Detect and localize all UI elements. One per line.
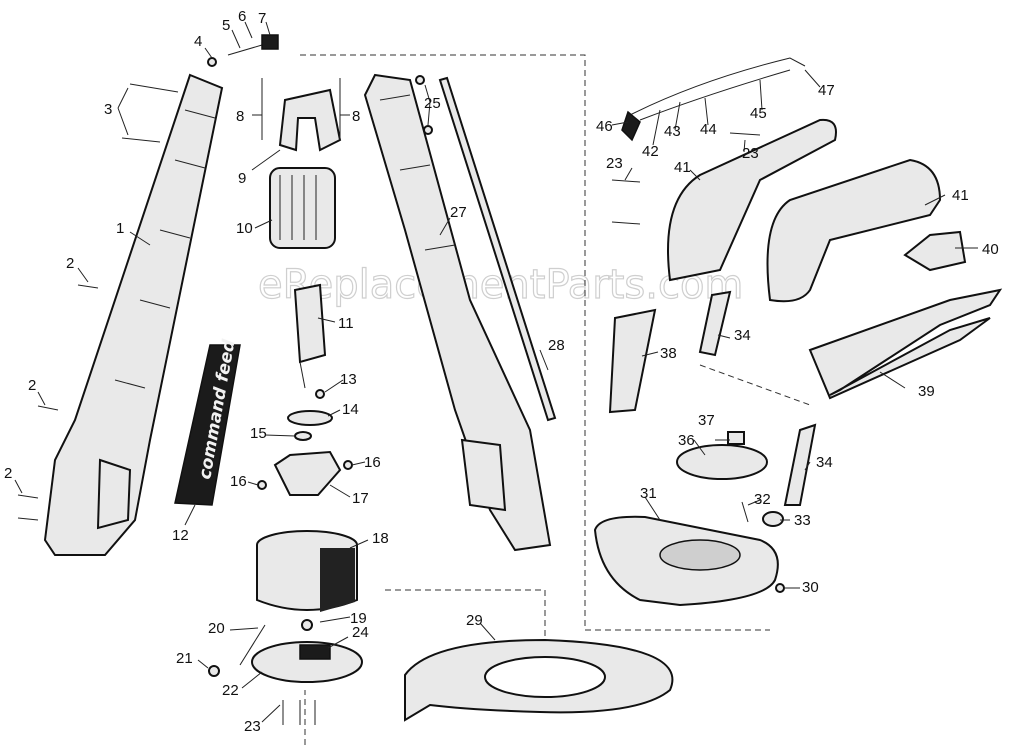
part-18-motor-housing (256, 530, 358, 612)
part-4-7-small-parts (207, 34, 279, 67)
callout-14: 14 (342, 401, 359, 418)
part-24-switch (299, 644, 331, 660)
callout-15: 15 (250, 425, 267, 442)
callout-42: 42 (642, 143, 659, 160)
part-41-handle-left-half (667, 118, 837, 282)
callout-33: 33 (794, 512, 811, 529)
callout-2a: 2 (66, 255, 74, 272)
assembly-line-guard (385, 589, 546, 640)
callout-8b: 8 (352, 108, 360, 125)
callout-13: 13 (340, 371, 357, 388)
part-29-guard (404, 638, 674, 722)
callout-46: 46 (596, 118, 613, 135)
part-25-screw-a (415, 75, 425, 85)
callout-37: 37 (698, 412, 715, 429)
callout-2b: 2 (28, 377, 36, 394)
part-16-screw-left (257, 480, 267, 490)
assembly-line-switch (699, 364, 811, 406)
callout-16b: 16 (230, 473, 247, 490)
part-13-screw (315, 389, 325, 399)
callout-45: 45 (750, 105, 767, 122)
part-31-spool-housing (593, 515, 779, 607)
part-15-washer (294, 431, 312, 441)
callout-10: 10 (236, 220, 253, 237)
callout-39: 39 (918, 383, 935, 400)
part-32-bolt (741, 501, 749, 523)
part-10-field-coil (269, 167, 336, 249)
callout-19: 19 (350, 610, 367, 627)
part-39-auxiliary-handle (808, 288, 1003, 400)
callout-28: 28 (548, 337, 565, 354)
callout-43: 43 (664, 123, 681, 140)
callout-4: 4 (194, 33, 202, 50)
part-20-cord-protector (239, 624, 266, 666)
callout-7: 7 (258, 10, 266, 27)
callout-34a: 34 (734, 327, 751, 344)
assembly-line-right (300, 54, 770, 631)
callout-41a: 41 (674, 159, 691, 176)
callout-31: 31 (640, 485, 657, 502)
part-30-screw (775, 583, 785, 593)
callout-3: 3 (104, 101, 112, 118)
callout-40: 40 (982, 241, 999, 258)
callout-6: 6 (238, 8, 246, 25)
callout-11: 11 (338, 315, 354, 332)
part-41-handle-right-half (766, 158, 942, 303)
callout-16a: 16 (364, 454, 381, 471)
callout-29: 29 (466, 612, 483, 629)
callout-20: 20 (208, 620, 225, 637)
callout-1: 1 (116, 220, 124, 237)
callout-44: 44 (700, 121, 717, 138)
part-3-screws (121, 83, 179, 143)
callout-12: 12 (172, 527, 189, 544)
callout-17: 17 (352, 490, 369, 507)
part-38-label-plate (608, 308, 657, 414)
callout-25: 25 (424, 95, 441, 112)
callout-18: 18 (372, 530, 389, 547)
callout-24: 24 (352, 624, 369, 641)
callout-47: 47 (818, 82, 835, 99)
callout-9: 9 (238, 170, 246, 187)
callout-23a: 23 (244, 718, 261, 735)
part-40-clamp (903, 230, 967, 272)
part-28-rod (438, 76, 557, 422)
callout-38: 38 (660, 345, 677, 362)
part-22-end-cap (251, 641, 363, 683)
part-25-screw-b (423, 125, 433, 135)
callout-8a: 8 (236, 108, 244, 125)
part-16-screw-right (343, 460, 353, 470)
part-33-knob (762, 511, 784, 527)
callout-23b: 23 (606, 155, 623, 172)
part-27-right-housing (363, 73, 552, 552)
part-19-nut (301, 619, 313, 631)
callout-22: 22 (222, 682, 239, 699)
part-21-screw (208, 665, 220, 677)
part-36-spool (676, 444, 768, 480)
part-23-handle-screws (611, 132, 761, 225)
callout-36: 36 (678, 432, 695, 449)
part-17-bracket (273, 450, 342, 496)
part-23-screws (282, 700, 316, 725)
parts-42-47-wiring (621, 57, 806, 142)
callout-5: 5 (222, 17, 230, 34)
part-1-left-housing (43, 73, 224, 556)
callout-30: 30 (802, 579, 819, 596)
callout-2c: 2 (4, 465, 12, 482)
part-37-cap (727, 431, 745, 445)
callout-23c: 23 (742, 145, 759, 162)
callout-27: 27 (450, 204, 467, 221)
callout-41b: 41 (952, 187, 969, 204)
part-9-brush-holder (278, 88, 342, 152)
part-34-switch (698, 290, 732, 357)
part-14-plate (287, 410, 333, 426)
part-34-switch-bar (783, 423, 817, 506)
part-2-screws (17, 284, 99, 521)
callout-32: 32 (754, 491, 771, 508)
part-8-screws (261, 78, 341, 140)
callout-34b: 34 (816, 454, 833, 471)
callout-21: 21 (176, 650, 193, 667)
part-11-armature (293, 283, 327, 389)
